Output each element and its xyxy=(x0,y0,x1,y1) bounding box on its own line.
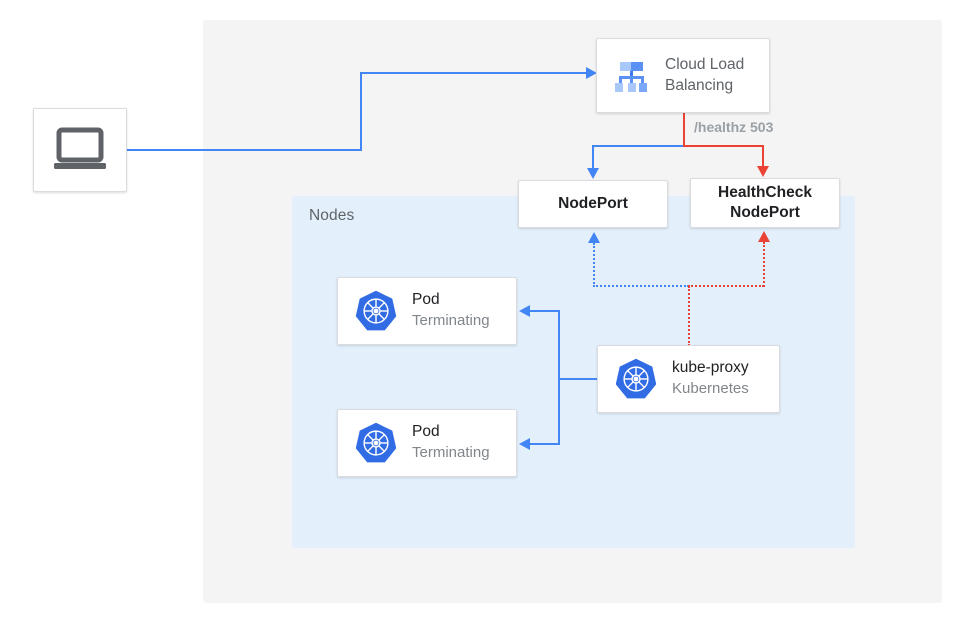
pod-node-1[interactable]: Pod Terminating xyxy=(337,277,517,345)
pod-2-text: Pod Terminating xyxy=(412,422,490,463)
pod-1-text: Pod Terminating xyxy=(412,290,490,331)
edge-kubeproxy-to-pods-spine xyxy=(558,311,560,444)
nodeport-label: NodePort xyxy=(558,194,628,212)
kube-proxy-node[interactable]: kube-proxy Kubernetes xyxy=(597,345,780,413)
edge-lb-to-healthcheck-horizontal xyxy=(683,145,764,147)
edge-client-to-lb-vertical xyxy=(360,72,362,151)
edge-lb-to-healthcheck-arrowhead xyxy=(757,166,769,177)
kubernetes-icon xyxy=(352,419,400,467)
edge-lb-to-nodeport-horizontal xyxy=(592,145,684,147)
edge-lb-to-nodeport-arrowhead xyxy=(586,168,599,179)
edge-kubeproxy-to-nodeport-horizontal xyxy=(593,285,689,287)
edge-kubeproxy-to-healthcheck-vertical xyxy=(763,242,765,287)
edge-client-to-lb-horizontal-1 xyxy=(127,149,362,151)
kubernetes-icon xyxy=(612,355,660,403)
edge-lb-to-nodeport-vertical xyxy=(592,145,594,169)
kube-proxy-subtitle: Kubernetes xyxy=(672,380,749,398)
healthcheck-nodeport-node[interactable]: HealthCheck NodePort xyxy=(690,178,840,228)
edge-kubeproxy-to-nodeport-vertical xyxy=(593,243,595,287)
cloud-load-balancing-label: Cloud Load Balancing xyxy=(665,56,745,94)
pod-1-subtitle: Terminating xyxy=(412,312,490,330)
healthcheck-nodeport-label: HealthCheck NodePort xyxy=(718,183,812,221)
cloud-load-balancing-node[interactable]: Cloud Load Balancing xyxy=(596,38,770,113)
edge-kubeproxy-to-nodeport-arrowhead xyxy=(587,232,600,243)
edge-kubeproxy-to-healthcheck-arrowhead xyxy=(757,231,770,242)
laptop-icon xyxy=(52,127,108,173)
kube-proxy-title: kube-proxy xyxy=(672,359,749,377)
edge-lb-healthz-trunk xyxy=(683,113,685,147)
nodeport-node[interactable]: NodePort xyxy=(518,180,668,228)
edge-kubeproxy-to-pod1-horizontal xyxy=(530,310,560,312)
edge-client-to-lb-horizontal-2 xyxy=(360,72,588,74)
edge-client-to-lb-arrowhead xyxy=(586,67,597,79)
edge-kubeproxy-dotted-trunk xyxy=(688,286,690,346)
pod-1-title: Pod xyxy=(412,291,440,309)
healthz-edge-label: /healthz 503 xyxy=(694,119,774,135)
edge-kubeproxy-to-pods-stem xyxy=(558,378,598,380)
kube-proxy-text: kube-proxy Kubernetes xyxy=(672,358,749,399)
nodes-region-label: Nodes xyxy=(309,207,355,224)
pod-node-2[interactable]: Pod Terminating xyxy=(337,409,517,477)
edge-kubeproxy-to-pod1-arrowhead xyxy=(519,304,530,317)
pod-2-title: Pod xyxy=(412,423,440,441)
edge-kubeproxy-to-healthcheck-horizontal xyxy=(688,285,764,287)
kubernetes-icon xyxy=(352,287,400,335)
edge-lb-to-healthcheck-vertical xyxy=(762,145,764,167)
client-node[interactable] xyxy=(33,108,127,192)
edge-kubeproxy-to-pod2-horizontal xyxy=(530,443,560,445)
pod-2-subtitle: Terminating xyxy=(412,444,490,462)
cloud-load-balancing-icon xyxy=(609,53,655,99)
edge-kubeproxy-to-pod2-arrowhead xyxy=(519,437,530,450)
